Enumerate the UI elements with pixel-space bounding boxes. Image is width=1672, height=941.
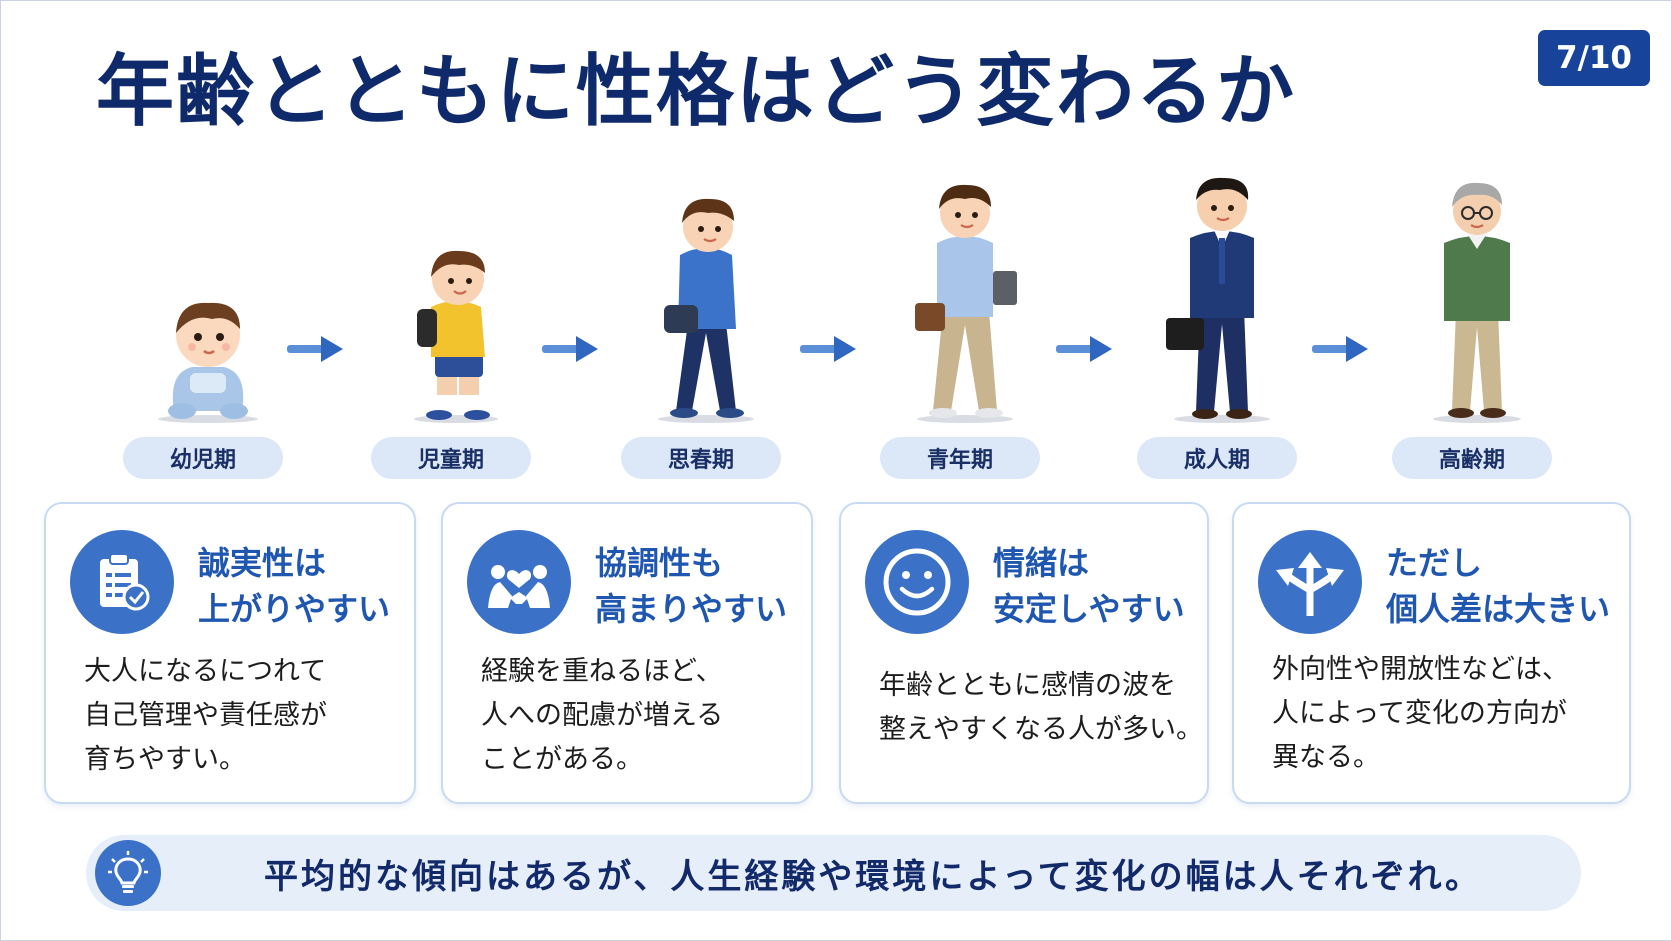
arrow-right-icon	[287, 334, 345, 364]
smiley-face-icon	[865, 530, 969, 634]
card-heading: 情緒は 安定しやすい	[993, 540, 1185, 632]
heart-handshake-icon	[467, 530, 571, 634]
card-body-line: 人への配慮が増える	[481, 700, 724, 731]
card-body-line: 異なる。	[1272, 742, 1380, 773]
card-heading: ただし 個人差は大きい	[1386, 540, 1610, 632]
card-body-text: 年齢とともに感情の波を 整えやすくなる人が多い。	[879, 664, 1203, 752]
card-heading: 誠実性は 上がりやすい	[198, 540, 390, 632]
infant-figure-illustration	[98, 161, 318, 423]
slide-title: 年齢とともに性格はどう変わるか	[96, 47, 1297, 137]
card-body-line: 年齢とともに感情の波を	[879, 670, 1176, 701]
card-body-text: 大人になるにつれて 自己管理や責任感が 育ちやすい。	[84, 650, 327, 782]
card-body-line: 育ちやすい。	[84, 744, 246, 775]
card-heading-line: ただし	[1386, 544, 1483, 582]
stage-label-pill: 成人期	[1137, 437, 1297, 479]
child-figure-illustration	[346, 161, 566, 423]
young-adult-figure-illustration	[855, 161, 1075, 423]
adult-figure-illustration	[1112, 161, 1332, 423]
summary-footer-banner: 平均的な傾向はあるが、人生経験や環境によって変化の幅は人それぞれ。	[86, 835, 1581, 911]
card-heading-line: 上がりやすい	[198, 590, 391, 628]
card-heading-line: 個人差は大きい	[1386, 590, 1611, 628]
summary-text: 平均的な傾向はあるが、人生経験や環境によって変化の幅は人それぞれ。	[264, 856, 1482, 897]
card-body-line: 整えやすくなる人が多い。	[879, 714, 1203, 745]
card-heading-line: 協調性も	[595, 544, 724, 582]
stage-label-pill: 思春期	[621, 437, 781, 479]
arrow-right-icon	[542, 334, 600, 364]
card-body-text: 経験を重ねるほど、 人への配慮が増える ことがある。	[481, 650, 723, 782]
diverging-arrows-icon	[1258, 530, 1362, 634]
card-body-line: 自己管理や責任感が	[84, 700, 327, 731]
card-heading-line: 高まりやすい	[595, 590, 788, 628]
stage-infancy: 幼児期	[98, 161, 318, 481]
card-body-line: ことがある。	[481, 744, 643, 775]
clipboard-check-icon	[70, 530, 174, 634]
card-body-line: 人によって変化の方向が	[1272, 698, 1567, 729]
card-body-line: 経験を重ねるほど、	[481, 656, 723, 687]
elderly-figure-illustration	[1367, 161, 1587, 423]
lightbulb-icon	[95, 840, 161, 906]
card-heading: 協調性も 高まりやすい	[595, 540, 787, 632]
card-body-line: 大人になるにつれて	[84, 656, 327, 687]
stage-label-pill: 幼児期	[123, 437, 283, 479]
trait-card-individual-differences: ただし 個人差は大きい 外向性や開放性などは、 人によって変化の方向が 異なる。	[1232, 502, 1631, 804]
arrow-right-icon	[1056, 334, 1114, 364]
arrow-right-icon	[1312, 334, 1370, 364]
adolescent-figure-illustration	[596, 161, 816, 423]
card-heading-line: 誠実性は	[198, 544, 327, 582]
trait-card-emotional-stability: 情緒は 安定しやすい 年齢とともに感情の波を 整えやすくなる人が多い。	[839, 502, 1209, 804]
stage-label-pill: 高齢期	[1392, 437, 1552, 479]
stage-label-pill: 青年期	[880, 437, 1040, 479]
stage-adolescence: 思春期	[596, 161, 816, 481]
stage-label-pill: 児童期	[371, 437, 531, 479]
stage-childhood: 児童期	[346, 161, 566, 481]
card-body-text: 外向性や開放性などは、 人によって変化の方向が 異なる。	[1272, 648, 1569, 780]
trait-card-conscientiousness: 誠実性は 上がりやすい 大人になるにつれて 自己管理や責任感が 育ちやすい。	[44, 502, 416, 804]
arrow-right-icon	[800, 334, 858, 364]
card-heading-line: 情緒は	[993, 544, 1090, 582]
stage-adulthood: 成人期	[1112, 161, 1332, 481]
page-indicator-badge: 7/10	[1538, 30, 1650, 86]
stage-old-age: 高齢期	[1367, 161, 1587, 481]
stage-young-adulthood: 青年期	[855, 161, 1075, 481]
trait-card-agreeableness: 協調性も 高まりやすい 経験を重ねるほど、 人への配慮が増える ことがある。	[441, 502, 813, 804]
card-heading-line: 安定しやすい	[993, 590, 1185, 628]
card-body-line: 外向性や開放性などは、	[1272, 654, 1569, 685]
